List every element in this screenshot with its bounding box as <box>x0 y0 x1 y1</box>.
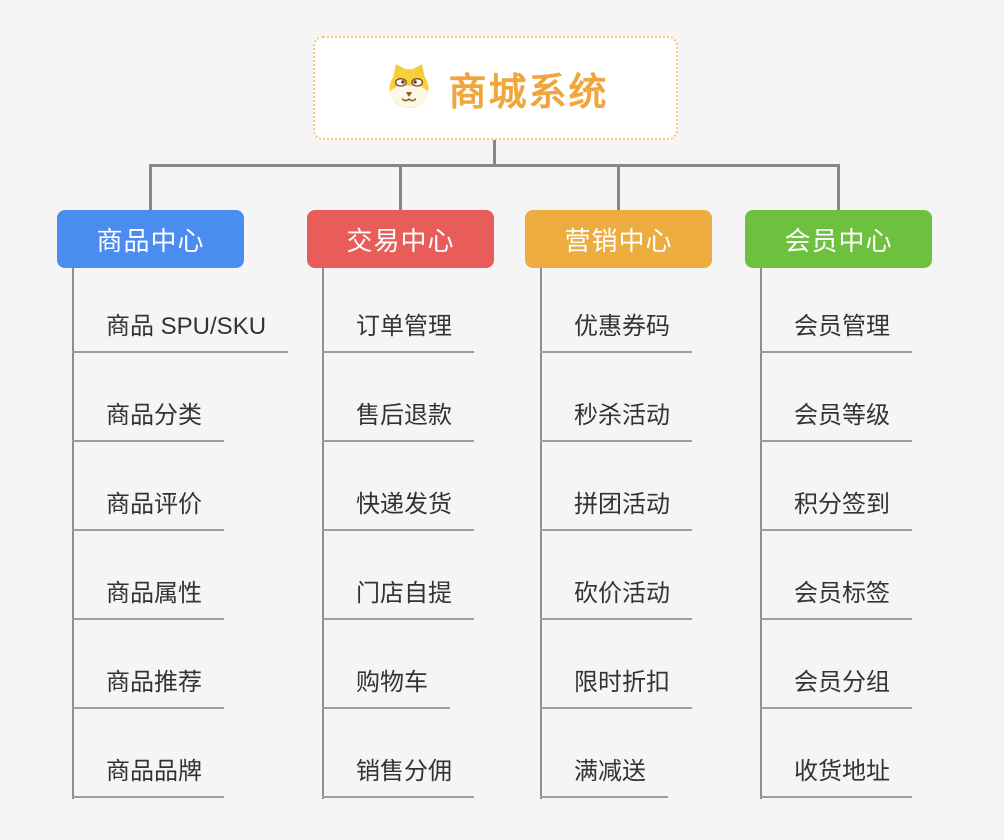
branch-member-center[interactable]: 会员中心 <box>745 210 932 268</box>
leaf-node[interactable]: 商品 SPU/SKU <box>72 312 289 353</box>
branch-marketing-center[interactable]: 营销中心 <box>525 210 712 268</box>
leaf-node[interactable]: 收货地址 <box>760 757 912 798</box>
root-node-mall-system[interactable]: 商城系统 <box>313 36 678 140</box>
leaf-node[interactable]: 订单管理 <box>322 312 474 353</box>
leaf-node[interactable]: 限时折扣 <box>540 668 692 709</box>
connector-bus <box>149 164 840 167</box>
connector-drop-product <box>149 164 152 212</box>
leaf-node[interactable]: 商品分类 <box>72 401 224 442</box>
leaf-node[interactable]: 会员标签 <box>760 579 912 620</box>
column-line-marketing <box>540 268 542 799</box>
leaf-node[interactable]: 门店自提 <box>322 579 474 620</box>
branch-trade-center[interactable]: 交易中心 <box>307 210 494 268</box>
connector-root-stem <box>493 140 496 166</box>
connector-drop-trade <box>399 164 402 212</box>
column-line-product <box>72 268 74 799</box>
leaf-node[interactable]: 商品评价 <box>72 490 224 531</box>
leaf-node[interactable]: 商品推荐 <box>72 668 224 709</box>
leaf-node[interactable]: 会员管理 <box>760 312 912 353</box>
connector-drop-member <box>837 164 840 212</box>
leaf-node[interactable]: 会员等级 <box>760 401 912 442</box>
leaf-node[interactable]: 商品品牌 <box>72 757 224 798</box>
dog-face-icon <box>382 60 436 117</box>
leaf-node[interactable]: 商品属性 <box>72 579 224 620</box>
leaf-node[interactable]: 积分签到 <box>760 490 912 531</box>
leaf-node[interactable]: 会员分组 <box>760 668 912 709</box>
root-title: 商城系统 <box>448 71 609 114</box>
column-line-member <box>760 268 762 799</box>
leaf-node[interactable]: 满减送 <box>540 757 668 798</box>
leaf-node[interactable]: 秒杀活动 <box>540 401 692 442</box>
connector-drop-marketing <box>617 164 620 212</box>
leaf-node[interactable]: 销售分佣 <box>322 757 474 798</box>
leaf-node[interactable]: 购物车 <box>322 668 450 709</box>
leaf-node[interactable]: 优惠券码 <box>540 312 692 353</box>
leaf-node[interactable]: 售后退款 <box>322 401 474 442</box>
leaf-node[interactable]: 快递发货 <box>322 490 474 531</box>
branch-product-center[interactable]: 商品中心 <box>57 210 244 268</box>
leaf-node[interactable]: 拼团活动 <box>540 490 692 531</box>
leaf-node[interactable]: 砍价活动 <box>540 579 692 620</box>
column-line-trade <box>322 268 324 799</box>
